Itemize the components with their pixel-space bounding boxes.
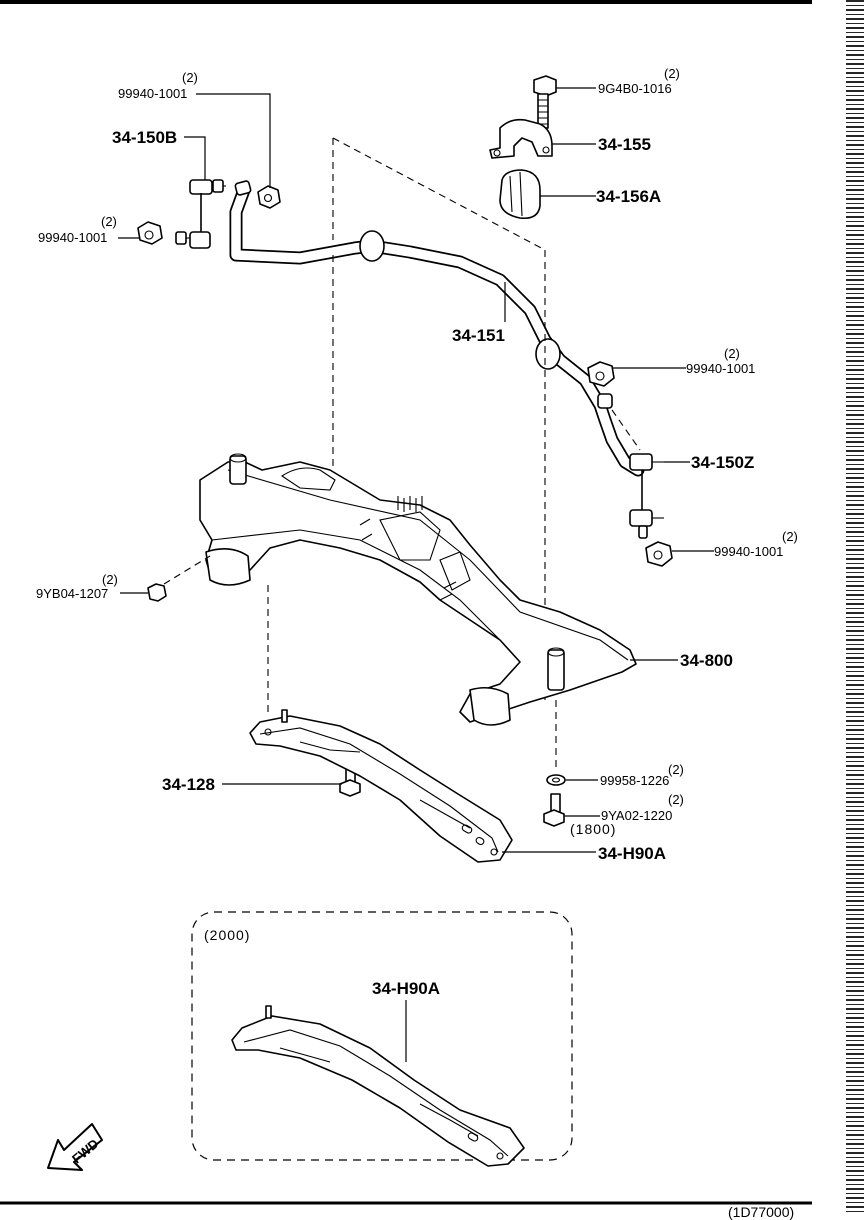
nut-left[interactable] (137, 221, 163, 245)
diagram-code: (1D77000) (728, 1204, 795, 1220)
part-label-99958: 99958-1226 (600, 773, 669, 788)
variant-2000-frame (191, 911, 573, 1161)
leader-34150b (184, 136, 206, 180)
fwd-arrow-icon: FWD (47, 1123, 103, 1171)
washer[interactable] (546, 774, 566, 786)
part-label-34150b: 34-150B (112, 128, 177, 147)
part-label-9994-left: 99940-1001 (38, 230, 107, 245)
nut-right-upper[interactable] (587, 361, 615, 387)
part-label-34151: 34-151 (452, 326, 505, 345)
qty-9994-right: (2) (724, 346, 740, 361)
part-label-34150z: 34-150Z (691, 453, 754, 472)
assembly-line-link (611, 409, 641, 451)
part-label-34800: 34-800 (680, 651, 733, 670)
edge-strip (846, 0, 864, 1214)
qty-9994-top: (2) (182, 70, 198, 85)
nut-right-lower[interactable] (645, 541, 673, 567)
part-label-9ya02: 9YA02-1220 (601, 808, 672, 823)
qty-9994-lower: (2) (782, 529, 798, 544)
leader-9994-top (196, 93, 271, 188)
part-label-9yb04: 9YB04-1207 (36, 586, 108, 601)
part-label-34156a: 34-156A (596, 187, 661, 206)
qty-9ya02: (2) (668, 792, 684, 807)
qty-99958: (2) (668, 762, 684, 777)
assembly-line-nut (163, 555, 211, 585)
part-label-34155: 34-155 (598, 135, 651, 154)
bolt-left[interactable] (339, 763, 361, 797)
part-label-34h90a-2000: 34-H90A (372, 979, 440, 998)
stabilizer-bracket[interactable] (489, 118, 553, 159)
bolt-right[interactable] (543, 793, 565, 827)
nut-top-left[interactable] (257, 185, 281, 209)
bolt-bracket[interactable] (533, 75, 557, 129)
variant-label-2000: (2000) (204, 927, 250, 943)
qty-9yb04: (2) (102, 572, 118, 587)
part-label-34128: 34-128 (162, 775, 215, 794)
qty-9g4b: (2) (664, 66, 680, 81)
brace-2000[interactable] (231, 1005, 525, 1167)
part-label-34h90a-1800: 34-H90A (598, 844, 666, 863)
part-label-9994-top: 99940-1001 (118, 86, 187, 101)
part-label-9994-lower: 99940-1001 (714, 544, 783, 559)
brace-1800[interactable] (249, 709, 513, 863)
crossmember[interactable] (199, 453, 637, 726)
variant-label-1800: (1800) (570, 821, 616, 837)
stabilizer-bar[interactable] (229, 180, 645, 477)
stabilizer-bushing[interactable] (499, 169, 541, 220)
part-label-9994-right: 99940-1001 (686, 361, 755, 376)
nut-crossmember[interactable] (147, 583, 167, 602)
qty-9994-left: (2) (101, 214, 117, 229)
stabilizer-link-right[interactable] (629, 453, 664, 539)
stabilizer-link-left[interactable] (175, 179, 226, 249)
part-label-9g4b: 9G4B0-1016 (598, 81, 672, 96)
